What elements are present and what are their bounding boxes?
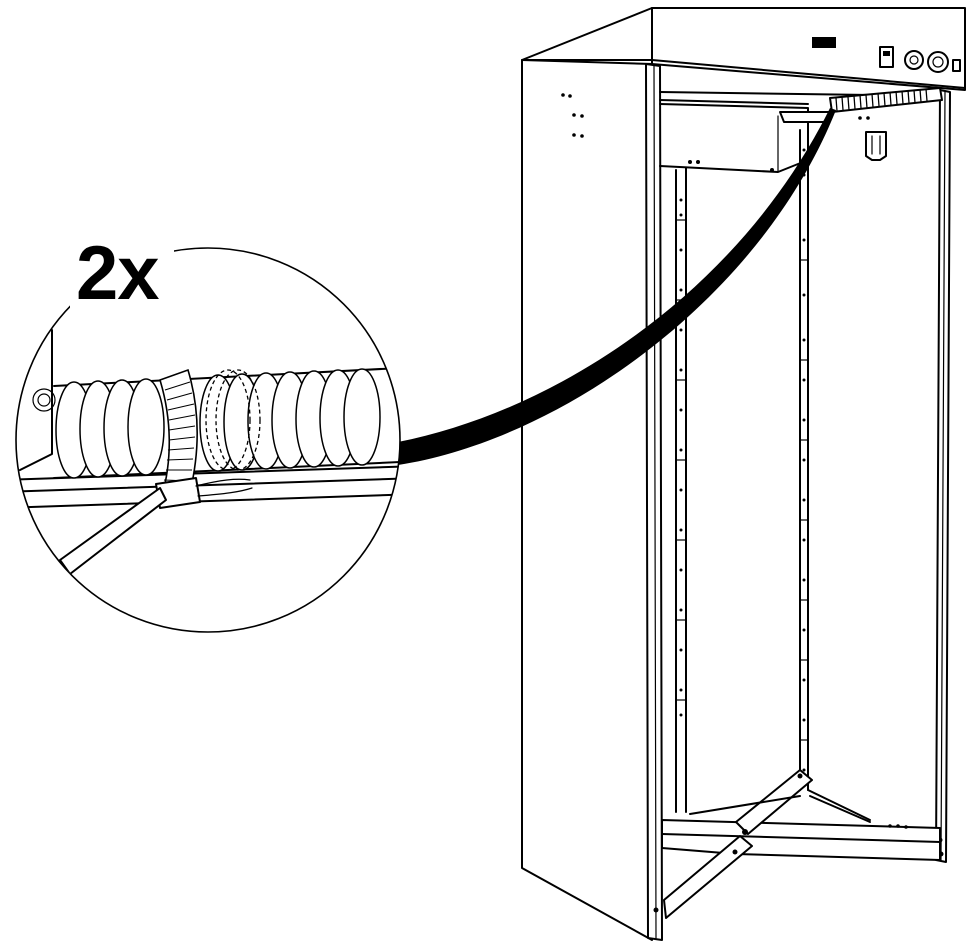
timer-display xyxy=(879,46,894,68)
heater-hose xyxy=(829,87,943,113)
control-knob-1 xyxy=(904,50,924,70)
quantity-label: 2x xyxy=(76,231,160,316)
drying-cabinet xyxy=(521,7,966,941)
brand-plate xyxy=(812,37,836,48)
rack-holes xyxy=(679,148,806,772)
hose-bracket xyxy=(779,111,831,123)
panel-screws xyxy=(561,93,584,138)
control-panel xyxy=(812,37,961,73)
corrugated-hose xyxy=(53,367,400,497)
front-left-post xyxy=(645,63,663,941)
power-switch xyxy=(952,59,961,72)
control-knob-2 xyxy=(927,51,949,73)
hook-clip xyxy=(865,131,887,161)
cabinet-base xyxy=(661,769,941,919)
detail-callout xyxy=(15,247,401,633)
cabinet-left-panel xyxy=(521,59,653,941)
